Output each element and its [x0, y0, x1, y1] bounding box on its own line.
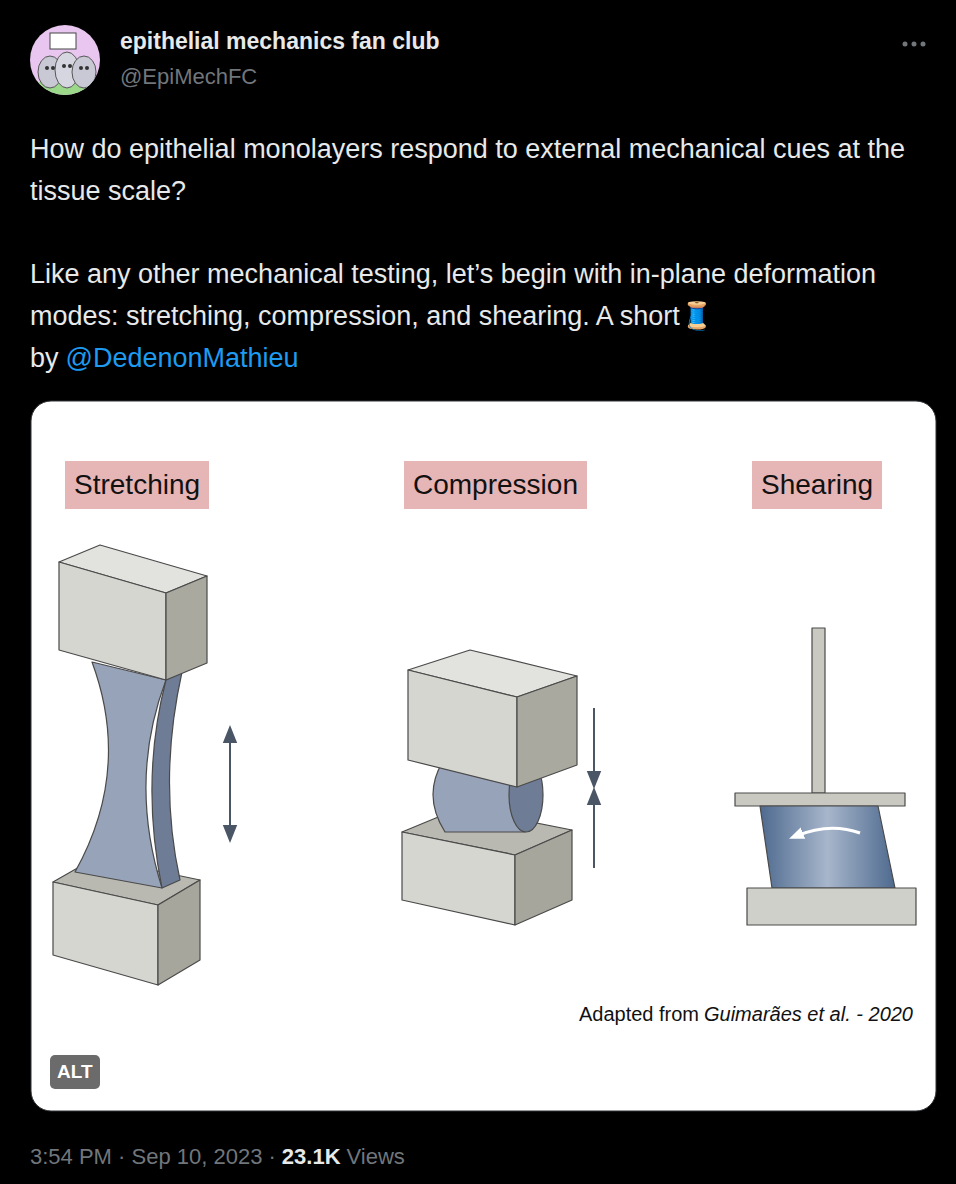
tweet-text: How do epithelial monolayers respond to … — [30, 128, 920, 212]
account-handle: @EpiMechFC — [120, 64, 257, 90]
node-text: Compression — [413, 469, 578, 500]
avatar — [50, 33, 76, 49]
stretching-illustration — [53, 545, 207, 985]
mode-label: Shearing — [752, 461, 882, 509]
compression-illustration — [515, 830, 572, 925]
avatar — [68, 64, 72, 68]
more-menu-icon — [903, 42, 908, 47]
compression-arrow-up — [593, 796, 595, 868]
timestamp: 3:54 PM · Sep 10, 2023 · — [30, 1144, 276, 1169]
image-card — [31, 401, 936, 1111]
avatar — [45, 66, 49, 70]
shearing-illustration — [760, 806, 895, 888]
shearing-illustration — [812, 628, 825, 793]
stretching-illustration — [166, 576, 207, 680]
tweet-paragraph: Like any other mechanical testing, let’s… — [30, 253, 920, 379]
compression-arrow-down — [593, 708, 595, 780]
node-text: Shearing — [761, 469, 873, 500]
compression-illustration — [402, 832, 515, 925]
image-credit: Adapted fromGuimarães et al. - 2020 — [579, 1003, 913, 1026]
stretch-arrow — [229, 734, 231, 834]
tweet-paragraph: How do epithelial monolayers respond to … — [30, 128, 920, 212]
stretching-illustration — [59, 562, 166, 680]
views-word: Views — [347, 1144, 405, 1169]
stretching-illustration — [53, 882, 158, 985]
tweet-footer: 3:54 PM · Sep 10, 2023 ·23.1KViews — [30, 1144, 405, 1170]
compression-illustration — [517, 676, 577, 787]
stretching-illustration — [158, 880, 200, 985]
avatar — [62, 64, 66, 68]
more-menu-icon — [903, 42, 926, 47]
avatar — [85, 66, 89, 70]
avatar — [79, 66, 83, 70]
avatar — [51, 66, 55, 70]
view-count: 23.1K — [282, 1144, 341, 1169]
more-menu-icon — [921, 42, 926, 47]
shearing-illustration — [735, 628, 916, 925]
shear-rotation-arrow — [796, 828, 860, 836]
credit-citation: Guimarães et al. - 2020 — [704, 1003, 913, 1025]
account-handle: @EpiMechFC — [120, 64, 257, 90]
mention-link: @DedenonMathieu — [66, 343, 299, 373]
avatar — [28, 23, 104, 102]
alt-badge: ALT — [50, 1055, 100, 1089]
shearing-illustration — [735, 793, 905, 806]
credit-text: Adapted from — [579, 1003, 699, 1025]
account-name: epithelial mechanics fan club — [120, 28, 440, 55]
node-text: Stretching — [74, 469, 200, 500]
stretching-illustration — [152, 672, 182, 888]
shearing-illustration — [747, 888, 916, 925]
more-menu-icon — [912, 42, 917, 47]
avatar — [28, 23, 104, 99]
mode-label: Stretching — [65, 461, 209, 509]
account-name: epithelial mechanics fan club — [120, 28, 440, 55]
avatar — [72, 56, 96, 88]
mode-label: Compression — [404, 461, 587, 509]
compression-illustration — [408, 670, 517, 787]
node-text: ALT — [57, 1061, 93, 1082]
compression-illustration — [402, 650, 577, 925]
